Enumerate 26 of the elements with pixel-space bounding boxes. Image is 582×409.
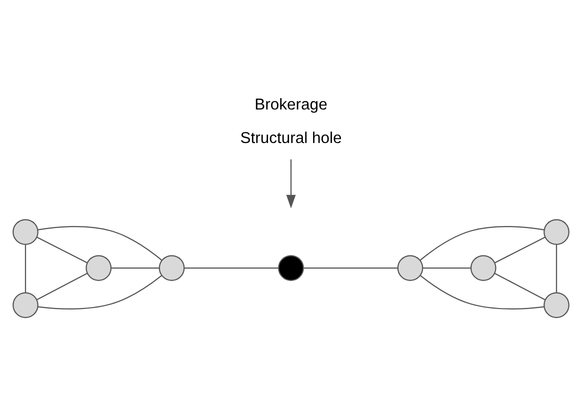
node-circle <box>158 254 185 280</box>
node-circle <box>12 218 38 244</box>
connector <box>304 266 398 268</box>
connector <box>184 266 279 268</box>
connector <box>422 266 471 268</box>
node-circle <box>278 254 304 280</box>
diagram-title: Brokerage <box>254 96 328 114</box>
node-circle <box>86 254 112 280</box>
connector <box>494 272 546 300</box>
arrow <box>286 158 296 208</box>
connector <box>494 236 546 263</box>
connector <box>24 244 26 292</box>
node-circle <box>544 292 570 318</box>
node-circle <box>12 292 38 318</box>
connector <box>38 274 162 309</box>
node-circle <box>397 254 424 280</box>
connector <box>420 274 544 309</box>
node-circle <box>544 218 570 244</box>
connector <box>111 266 160 268</box>
connector <box>38 226 162 260</box>
connector <box>556 244 558 292</box>
node-text: Structural hole <box>240 129 342 146</box>
connector <box>36 236 88 263</box>
connector <box>36 272 88 300</box>
node-circle <box>470 254 496 280</box>
connector <box>420 226 544 260</box>
